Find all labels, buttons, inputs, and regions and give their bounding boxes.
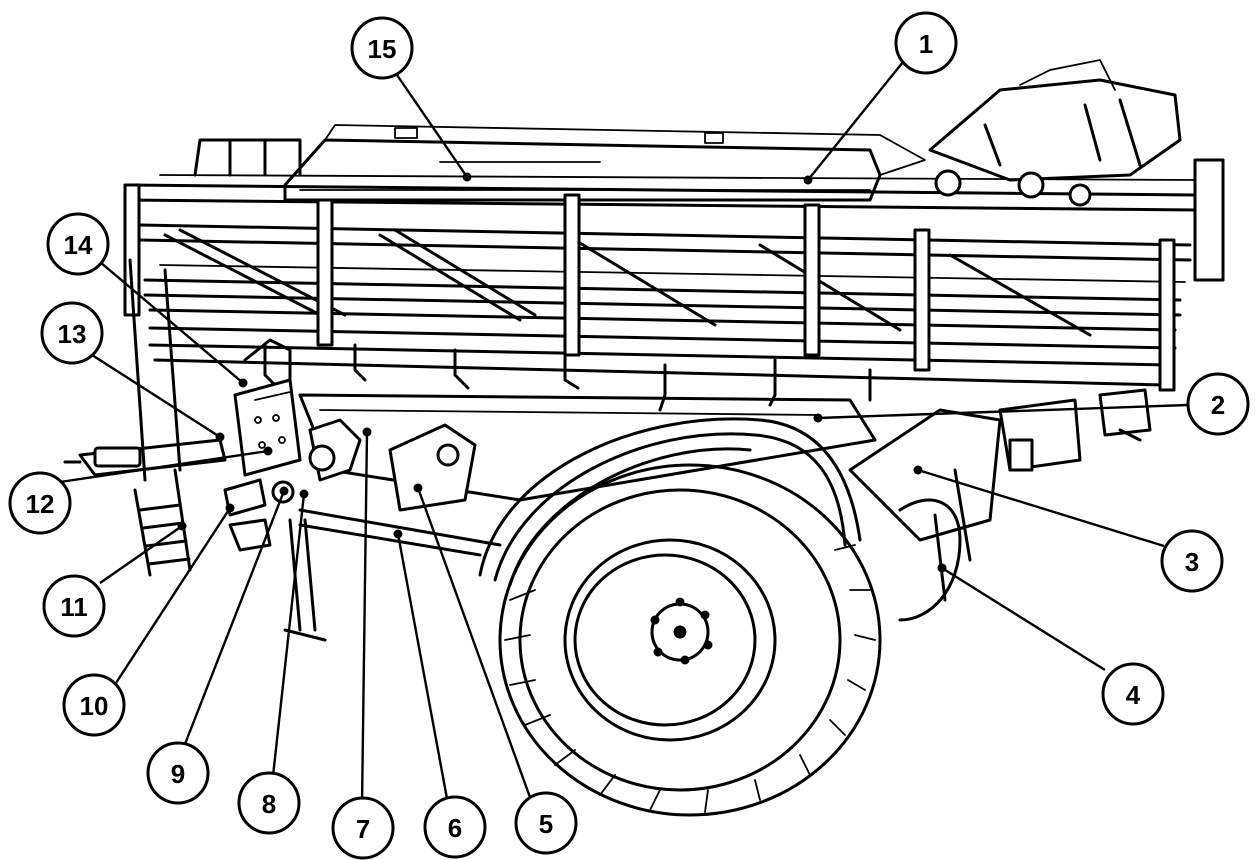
drawbar [63,438,227,477]
fender [478,417,862,587]
callout-number: 14 [64,230,93,260]
leader-dot-14 [238,378,248,388]
leader-5 [416,487,533,801]
leader-dot-11 [177,521,187,531]
leader-dot-12 [263,446,273,456]
callout-number: 13 [58,319,87,349]
callout-number: 10 [80,691,109,721]
leader-dot-10 [225,503,235,513]
leader-2 [817,403,1189,420]
leader-1 [807,61,904,181]
leader-dot-6 [393,529,403,539]
leader-10 [112,507,232,687]
callout-number: 4 [1126,680,1141,710]
callouts: 1 2 3 4 5 6 7 8 [8,11,1250,860]
callout-10: 10 [62,673,126,737]
parking-jack [223,478,327,642]
callout-number: 8 [262,789,276,819]
leader-11 [99,525,183,584]
callout-3: 3 [1160,529,1224,593]
callout-9: 9 [146,741,210,805]
leader-dot-5 [413,483,423,493]
callout-11: 11 [42,574,106,638]
control-box [233,338,302,477]
callout-12: 12 [8,471,72,535]
leader-dot-7 [362,427,372,437]
callout-number: 9 [171,759,185,789]
leader-13 [91,353,221,439]
rear-assembly [848,388,1152,622]
boom-posts [123,158,1225,392]
leader-7 [360,431,369,806]
callout-number: 12 [26,489,55,519]
callout-6: 6 [423,795,487,859]
leader-dot-2 [813,413,823,423]
leader-dot-4 [937,563,947,573]
spreader-units [271,418,477,512]
leader-dot-8 [299,489,309,499]
callout-14: 14 [46,212,110,276]
leader-dots [177,172,947,573]
leader-dot-9 [279,486,289,496]
leader-8 [271,493,306,777]
callout-number: 11 [60,592,88,622]
callout-5: 5 [514,791,578,855]
callout-8: 8 [237,771,301,835]
callout-2: 2 [1186,372,1250,436]
callout-number: 1 [919,29,933,59]
boom-rails [123,174,1197,387]
machine-illustration [63,59,1225,817]
leader-dot-1 [803,175,813,185]
handrail [193,138,302,177]
leader-12 [59,449,269,484]
leader-dot-3 [913,465,923,475]
leader-3 [917,468,1165,548]
callout-13: 13 [40,301,104,365]
callout-number: 3 [1185,547,1199,577]
callout-7: 7 [331,796,395,860]
callout-number: 2 [1211,390,1225,420]
leader-lines [59,61,1189,806]
callout-number: 6 [448,813,462,843]
leader-9 [183,490,286,745]
leader-15 [396,74,468,178]
leader-dot-13 [215,432,225,442]
callout-number: 5 [539,809,553,839]
ladder [128,258,192,577]
boom-nozzles [263,343,872,412]
wheel [498,463,882,817]
callout-number: 15 [368,34,397,64]
folding-linkage [928,59,1182,207]
callout-4: 4 [1101,662,1165,726]
leader-4 [941,566,1106,672]
leader-dot-15 [462,172,472,182]
leader-6 [396,533,450,805]
callout-number: 7 [356,814,370,844]
leader-14 [99,261,244,384]
callout-15: 15 [350,16,414,80]
callout-1: 1 [894,11,958,75]
